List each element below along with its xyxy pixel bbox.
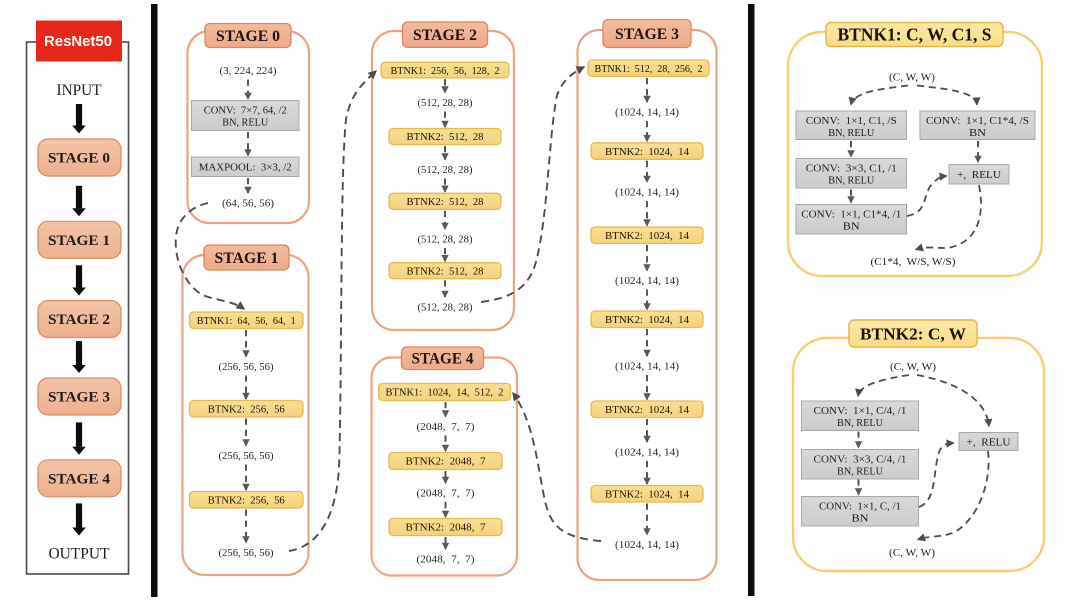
svg-text:BTNK1: 256, 56, 128, 2: BTNK1: 256, 56, 128, 2	[391, 66, 500, 77]
svg-text:BN: BN	[852, 513, 869, 525]
svg-text:CONV: 1×1, C1*4, /S: CONV: 1×1, C1*4, /S	[926, 115, 1029, 127]
svg-text:BN, RELU: BN, RELU	[222, 117, 268, 129]
svg-text:STAGE 0: STAGE 0	[216, 28, 280, 45]
svg-text:INPUT: INPUT	[57, 82, 103, 99]
svg-text:STAGE 4: STAGE 4	[412, 351, 474, 368]
svg-text:BTNK2: 1024, 14: BTNK2: 1024, 14	[605, 147, 690, 158]
svg-text:BN, RELU: BN, RELU	[837, 466, 883, 478]
svg-text:(1024, 14, 14): (1024, 14, 14)	[615, 275, 679, 287]
svg-text:STAGE 3: STAGE 3	[615, 26, 679, 43]
svg-text:BN, RELU: BN, RELU	[828, 175, 874, 187]
svg-text:(3, 224, 224): (3, 224, 224)	[220, 65, 277, 77]
svg-text:(2048, 7, 7): (2048, 7, 7)	[417, 487, 475, 499]
svg-text:BN, RELU: BN, RELU	[837, 417, 883, 429]
svg-text:CONV: 3×3, C1, /1: CONV: 3×3, C1, /1	[806, 163, 897, 175]
svg-text:CONV: 1×1, C/4, /1: CONV: 1×1, C/4, /1	[814, 405, 907, 417]
svg-text:(C, W, W): (C, W, W)	[890, 361, 936, 373]
svg-text:BTNK2: 2048, 7: BTNK2: 2048, 7	[406, 523, 486, 534]
svg-text:(C, W, W): (C, W, W)	[889, 72, 935, 84]
svg-text:CONV: 1×1, C1, /S: CONV: 1×1, C1, /S	[806, 115, 897, 127]
svg-text:(2048, 7, 7): (2048, 7, 7)	[417, 421, 475, 433]
svg-text:BN: BN	[843, 221, 860, 233]
svg-text:OUTPUT: OUTPUT	[49, 546, 111, 563]
svg-text:BTNK2: 1024, 14: BTNK2: 1024, 14	[605, 315, 690, 326]
svg-text:BTNK2: 2048, 7: BTNK2: 2048, 7	[406, 457, 486, 468]
svg-text:(256, 56, 56): (256, 56, 56)	[219, 361, 274, 373]
svg-text:(2048, 7, 7): (2048, 7, 7)	[417, 553, 475, 565]
svg-text:(512, 28, 28): (512, 28, 28)	[418, 233, 473, 245]
svg-text:BTNK2: 256, 56: BTNK2: 256, 56	[208, 404, 285, 415]
svg-text:BTNK2: 512, 28: BTNK2: 512, 28	[407, 132, 484, 143]
svg-text:+, RELU: +, RELU	[957, 169, 1001, 181]
svg-text:(256, 56, 56): (256, 56, 56)	[219, 547, 274, 559]
svg-text:BN: BN	[969, 127, 986, 139]
svg-text:BTNK2: 512, 28: BTNK2: 512, 28	[407, 266, 484, 277]
svg-text:(1024, 14, 14): (1024, 14, 14)	[615, 106, 679, 118]
svg-text:(512, 28, 28): (512, 28, 28)	[418, 301, 473, 313]
svg-text:(1024, 14, 14): (1024, 14, 14)	[615, 360, 679, 372]
svg-text:(C, W, W): (C, W, W)	[889, 547, 935, 559]
svg-text:BTNK1: 1024, 14, 512, 2: BTNK1: 1024, 14, 512, 2	[386, 388, 504, 399]
svg-text:STAGE 2: STAGE 2	[413, 27, 477, 44]
svg-text:BTNK2: 256, 56: BTNK2: 256, 56	[208, 495, 285, 506]
svg-text:MAXPOOL: 3×3, /2: MAXPOOL: 3×3, /2	[199, 162, 292, 174]
svg-text:BTNK2: 512, 28: BTNK2: 512, 28	[407, 197, 484, 208]
svg-text:STAGE 1: STAGE 1	[215, 250, 279, 267]
svg-text:BTNK1: C, W, C1, S: BTNK1: C, W, C1, S	[838, 25, 992, 45]
svg-text:(1024, 14, 14): (1024, 14, 14)	[615, 186, 679, 198]
svg-text:BTNK2: 1024, 14: BTNK2: 1024, 14	[605, 405, 690, 416]
svg-text:STAGE 3: STAGE 3	[48, 390, 110, 406]
svg-text:STAGE 0: STAGE 0	[48, 151, 110, 167]
svg-text:(1024, 14, 14): (1024, 14, 14)	[615, 539, 679, 551]
svg-text:STAGE 2: STAGE 2	[48, 312, 110, 328]
svg-text:BTNK1: 64, 56, 64, 1: BTNK1: 64, 56, 64, 1	[197, 316, 296, 327]
svg-text:(C1*4, W/S, W/S): (C1*4, W/S, W/S)	[871, 256, 956, 268]
svg-text:BN, RELU: BN, RELU	[828, 127, 874, 139]
svg-text:CONV: 1×1, C1*4, /1: CONV: 1×1, C1*4, /1	[801, 209, 901, 221]
svg-text:(1024, 14, 14): (1024, 14, 14)	[615, 446, 679, 458]
svg-text:STAGE 1: STAGE 1	[48, 233, 110, 249]
svg-text:(512, 28, 28): (512, 28, 28)	[418, 97, 473, 109]
svg-text:(512, 28, 28): (512, 28, 28)	[418, 164, 473, 176]
svg-text:CONV: 1×1, C, /1: CONV: 1×1, C, /1	[819, 501, 901, 513]
svg-text:BTNK2: C, W: BTNK2: C, W	[860, 324, 967, 343]
svg-text:BTNK2: 1024, 14: BTNK2: 1024, 14	[605, 231, 690, 242]
svg-text:CONV: 3×3, C/4, /1: CONV: 3×3, C/4, /1	[814, 454, 907, 466]
svg-text:STAGE 4: STAGE 4	[48, 471, 110, 487]
svg-text:(64, 56, 56): (64, 56, 56)	[222, 197, 274, 209]
svg-text:CONV: 7×7, 64, /2: CONV: 7×7, 64, /2	[204, 105, 287, 117]
svg-text:+, RELU: +, RELU	[967, 436, 1011, 448]
svg-text:ResNet50: ResNet50	[44, 33, 112, 50]
svg-text:BTNK2: 1024, 14: BTNK2: 1024, 14	[605, 489, 690, 500]
svg-text:BTNK1: 512, 28, 256, 2: BTNK1: 512, 28, 256, 2	[595, 64, 703, 75]
svg-text:(256, 56, 56): (256, 56, 56)	[219, 450, 274, 462]
